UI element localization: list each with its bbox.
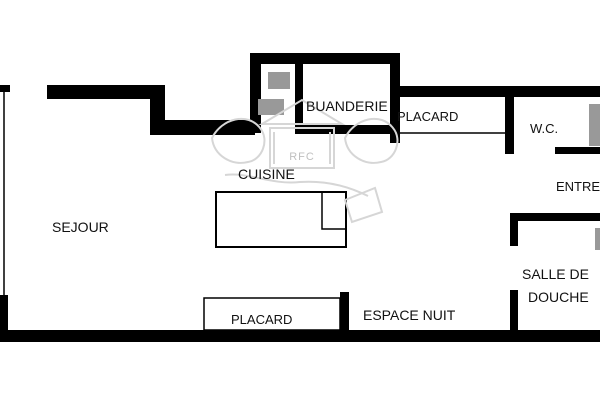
room-label-salle-de-douche-line1: SALLE DE (522, 266, 589, 282)
watermark-frame (269, 127, 335, 169)
watermark-scroll (343, 186, 384, 224)
wall-top-sejour (47, 85, 165, 99)
room-label-sejour: SEJOUR (52, 219, 109, 235)
watermark-pediment (258, 98, 346, 125)
wall-buanderie-bottom (295, 125, 390, 134)
watermark-left-ornament (210, 118, 266, 164)
fixtures (258, 72, 600, 250)
thin-lines (3, 92, 505, 331)
wall-buanderie-inner (295, 64, 303, 134)
room-label-entree: ENTREE (556, 179, 600, 194)
room-label-salle-de-douche-line2: DOUCHE (528, 289, 589, 305)
wall-sdd-top (510, 213, 600, 221)
wall-bottom (0, 330, 600, 342)
wall-top-left (0, 85, 10, 92)
wall-buanderie-top (250, 53, 400, 64)
wall-top-kitchen (150, 120, 255, 135)
watermark-logo-text: RFC (289, 151, 315, 163)
duct-lower (258, 99, 284, 115)
kitchen-counter (215, 191, 347, 248)
wall-wc-bottom (555, 147, 600, 154)
wall-buanderie-right (390, 53, 400, 143)
wall-wc-left (505, 97, 514, 154)
wall-sdd-left-lower (510, 290, 518, 340)
walls (0, 53, 600, 342)
room-label-espace-nuit: ESPACE NUIT (363, 307, 456, 323)
wall-top-right (400, 86, 600, 97)
watermark-right-ornament (343, 118, 399, 164)
room-label-cuisine: CUISINE (238, 166, 295, 182)
wall-sdd-left-upper (510, 213, 518, 246)
wall-espace-nuit (340, 292, 349, 340)
watermark-logo (210, 98, 399, 224)
watermark-ribbon (224, 173, 369, 197)
room-label-buanderie: BUANDERIE (306, 98, 388, 114)
room-label-wc: W.C. (530, 121, 558, 136)
room-labels: SEJOUR CUISINE BUANDERIE PLACARD W.C. EN… (52, 98, 600, 327)
wc-fixture (589, 104, 600, 146)
shower-fixture (595, 228, 600, 250)
kitchen-sink (321, 192, 346, 230)
room-label-placard-bottom: PLACARD (231, 312, 292, 327)
wall-left-lower (0, 295, 8, 340)
placard-bottom-outline (203, 297, 341, 331)
duct-top (268, 72, 290, 89)
room-label-placard-top: PLACARD (397, 109, 458, 124)
wall-buanderie-left (250, 53, 261, 133)
